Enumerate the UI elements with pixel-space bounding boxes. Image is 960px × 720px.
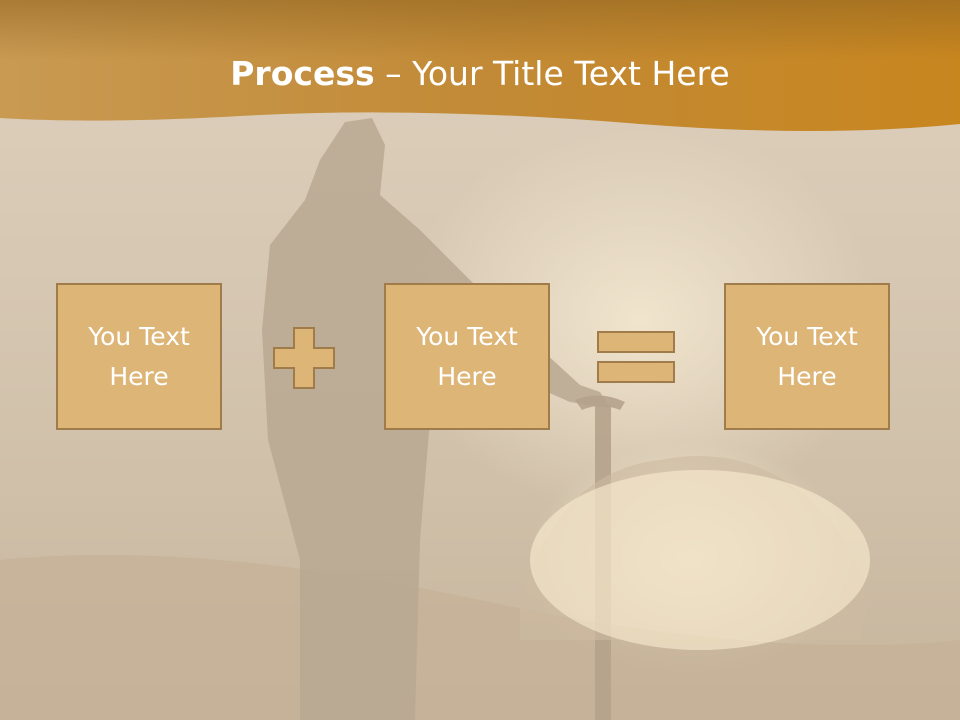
text-box-3-label: You Text Here bbox=[756, 321, 858, 391]
title-bold: Process bbox=[230, 54, 375, 93]
slide-title: Process – Your Title Text Here bbox=[0, 52, 960, 96]
text-box-1-label: You Text Here bbox=[88, 321, 190, 391]
text-box-2-label: You Text Here bbox=[416, 321, 518, 391]
text-box-1[interactable]: You Text Here bbox=[56, 283, 222, 430]
title-rest: – Your Title Text Here bbox=[374, 54, 730, 93]
text-box-3[interactable]: You Text Here bbox=[724, 283, 890, 430]
equals-icon bbox=[597, 331, 675, 383]
header-band bbox=[0, 0, 960, 131]
plus-icon bbox=[273, 327, 335, 389]
text-box-2[interactable]: You Text Here bbox=[384, 283, 550, 430]
